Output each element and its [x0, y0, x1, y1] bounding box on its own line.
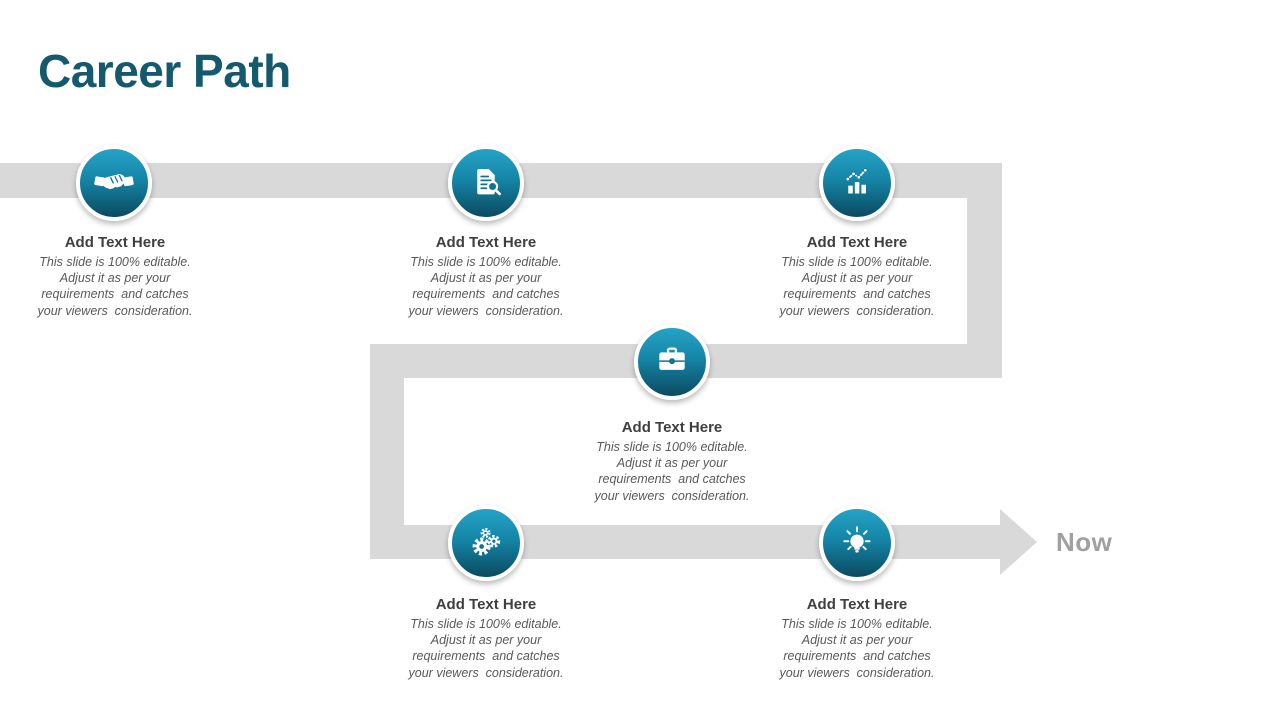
milestone-2-heading: Add Text Here: [435, 234, 537, 251]
now-label: Now: [1056, 527, 1113, 557]
milestone-5-text: Add Text Here This slide is 100% editabl…: [371, 596, 601, 681]
milestone-4-heading: Add Text Here: [621, 419, 723, 436]
milestone-4-body: This slide is 100% editable. Adjust it a…: [594, 440, 750, 503]
briefcase-icon: [659, 347, 685, 370]
milestone-2-body: This slide is 100% editable. Adjust it a…: [408, 255, 564, 318]
milestone-6-body: This slide is 100% editable. Adjust it a…: [779, 617, 935, 680]
milestone-1-body: This slide is 100% editable. Adjust it a…: [37, 255, 193, 318]
milestone-3-circle: [819, 145, 895, 221]
handshake-icon: [94, 174, 134, 190]
milestone-1-text: Add Text Here This slide is 100% editabl…: [0, 234, 230, 319]
document-search-icon: [477, 169, 501, 196]
milestone-3-text: Add Text Here This slide is 100% editabl…: [742, 234, 972, 319]
milestone-1-circle: [76, 145, 152, 221]
slide-title: Career Path: [38, 45, 291, 97]
gears-icon: [472, 527, 501, 556]
milestone-2-circle: [448, 145, 524, 221]
milestone-6-text: Add Text Here This slide is 100% editabl…: [742, 596, 972, 681]
path-connector-left: [370, 344, 404, 559]
milestone-2-text: Add Text Here This slide is 100% editabl…: [371, 234, 601, 319]
timeline-arrowhead: [1000, 509, 1037, 575]
milestone-6-circle: [819, 505, 895, 581]
milestone-5-heading: Add Text Here: [435, 596, 537, 613]
path-connector-right: [967, 163, 1002, 378]
milestone-5-circle: [448, 505, 524, 581]
idea-bulb-icon: [843, 526, 871, 553]
growth-chart-icon: [845, 168, 868, 194]
milestone-3-heading: Add Text Here: [806, 234, 908, 251]
milestone-3-body: This slide is 100% editable. Adjust it a…: [779, 255, 935, 318]
milestone-5-body: This slide is 100% editable. Adjust it a…: [408, 617, 564, 680]
milestone-6-heading: Add Text Here: [806, 596, 908, 613]
milestone-4-text: Add Text Here This slide is 100% editabl…: [557, 419, 787, 504]
milestone-1-heading: Add Text Here: [64, 234, 166, 251]
milestone-4-circle: [634, 324, 710, 400]
